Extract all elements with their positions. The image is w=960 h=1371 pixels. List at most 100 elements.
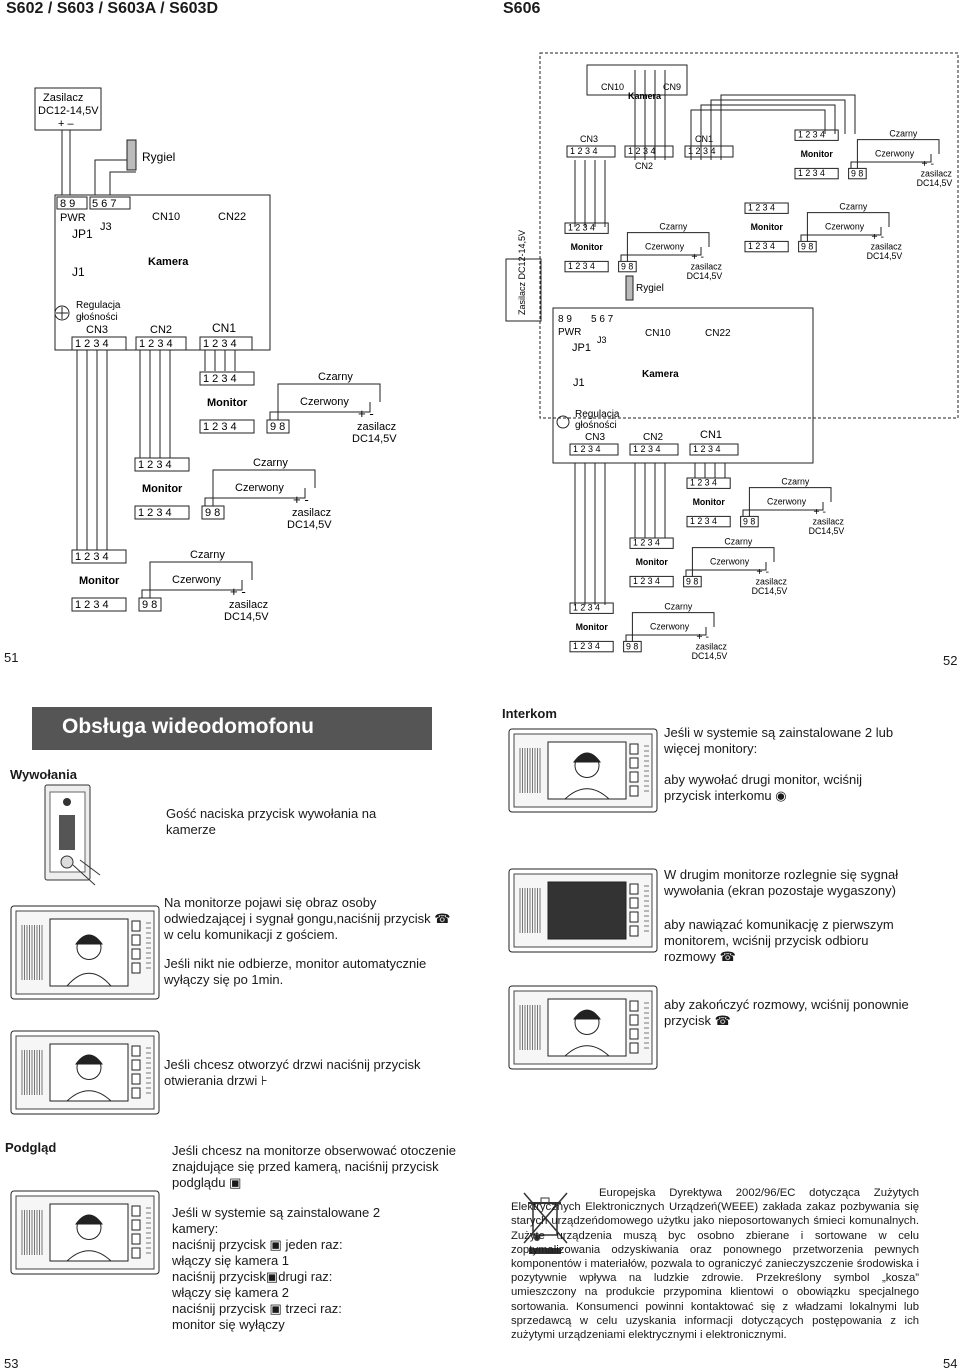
terminal-pins: 1 2 3 4 (748, 241, 775, 251)
visitor-hair (573, 1009, 601, 1020)
preview-2: Jeśli w systemie są zainstalowane 2 kame… (172, 1205, 381, 1236)
preview-8: monitor się wyłączy (172, 1317, 285, 1332)
psu-value: DC14,5V (352, 433, 397, 445)
monitor-button (131, 1219, 141, 1231)
terminal-pins: 1 2 3 4 (139, 338, 173, 350)
handset-icon: ☎ (434, 911, 451, 926)
monitor-button (629, 785, 639, 797)
terminal-pins: 1 2 3 4 (573, 602, 600, 612)
terminal-block (744, 240, 789, 253)
weee-text: Europejska Dyrektywa 2002/96/EC dotycząc… (511, 1187, 919, 1342)
monitor-button (629, 1014, 639, 1026)
terminal-block (794, 167, 839, 180)
wiring-diagram-left: Zasilacz DC12-14,5V + – Rygiel 8 9 5 6 7… (34, 87, 397, 623)
monitor-label: Monitor (751, 222, 784, 232)
monitor-screen (547, 881, 627, 940)
wire-red (269, 402, 371, 420)
r-cn2: CN2 (643, 432, 663, 443)
terminal-block (135, 336, 187, 351)
visitor-hair (75, 1214, 103, 1225)
calls-step2b-text: w celu komunikacji z gościem. (164, 927, 339, 942)
top-cn3: CN3 (580, 134, 598, 144)
terminal-pins: 1 2 3 4 (798, 129, 825, 139)
lock-right-label: Rygiel (636, 283, 664, 294)
psu-value: DC14,5V (692, 651, 728, 660)
terminal-pins: 1 2 3 4 (688, 146, 716, 156)
wire-red (620, 247, 702, 262)
top-cn1: CN1 (695, 134, 713, 144)
terminal-pins: 1 2 3 4 (690, 516, 717, 526)
camera-preview-icon: ▣ (269, 1237, 282, 1252)
pin-box (56, 196, 88, 210)
panel-volume-1: Regulacja (76, 300, 121, 311)
monitor-button (629, 911, 639, 923)
preview-1: Jeśli chcesz na monitorze obserwować oto… (172, 1143, 462, 1191)
monitor-button (131, 962, 141, 974)
monitor-illustration-2 (10, 1030, 160, 1115)
psu-right-label: Zasilacz DC12-14,5V (517, 230, 527, 315)
intercom-2-text: aby wywołać drugi monitor, wciśnij przyc… (664, 772, 862, 803)
r-volume-knob-icon (556, 415, 570, 429)
monitor-button (629, 1028, 639, 1040)
wire-black (631, 612, 715, 642)
r-pins89: 8 9 (558, 314, 572, 325)
terminal-pins: 1 2 3 4 (798, 168, 825, 178)
wire-black (691, 547, 775, 577)
panel-pwr: PWR (60, 212, 86, 224)
wire-black (626, 232, 710, 262)
terminal-block (684, 145, 734, 158)
terminal-block (71, 336, 127, 351)
psu-sign: + - (293, 492, 309, 507)
calls-step1: Gość naciska przycisk wywołania na kamer… (166, 806, 377, 837)
monitor-illustration-3 (10, 1190, 160, 1275)
page-number-51: 51 (4, 650, 19, 665)
monitor-button (131, 1059, 141, 1071)
terminal-block (569, 443, 619, 456)
terminal-pins: 1 2 3 4 (633, 537, 660, 547)
wire-black (212, 469, 316, 506)
r-cn1: CN1 (700, 429, 722, 441)
terminal-block (134, 505, 190, 520)
terminal-block (689, 443, 739, 456)
wire-black (856, 139, 940, 169)
lock-label: Rygiel (142, 150, 175, 164)
terminal-pins-98: 9 8 (205, 507, 220, 519)
panel-pins567: 5 6 7 (92, 198, 116, 210)
terminal-pins: 1 2 3 4 (693, 444, 721, 454)
psu-label: zasilacz (357, 421, 396, 433)
wire-red (850, 154, 932, 169)
monitor-screen (49, 1043, 129, 1102)
preview-6: włączy się kamera 2 (172, 1285, 290, 1300)
monitor-label: Monitor (801, 149, 834, 159)
visitor-hair (573, 752, 601, 763)
wire-black-label: Czarny (253, 457, 288, 469)
pin-box (89, 196, 131, 210)
panel-cn1: CN1 (212, 321, 236, 335)
terminal-pins-98: 9 8 (851, 168, 863, 178)
terminal-pins: 1 2 3 4 (748, 202, 775, 212)
preview-5: naciśnij przycisk▣drugi raz: (172, 1269, 332, 1285)
wire-red (800, 227, 882, 242)
cam-cn10: CN10 (601, 82, 624, 92)
talk-button-icon: ☎ (719, 949, 736, 964)
terminal-pins: 1 2 3 4 (568, 261, 595, 271)
psu-value: DC14,5V (287, 519, 332, 531)
wire-black (277, 383, 381, 420)
outer-dashed-frame (539, 52, 959, 419)
panel-cn2: CN2 (150, 324, 172, 336)
wire-black (806, 212, 890, 242)
panel-pins89: 8 9 (60, 198, 75, 210)
monitor-button (131, 1073, 141, 1085)
panel-jp1: JP1 (72, 227, 93, 241)
visitor-shoulders (66, 972, 112, 987)
monitor-label: Monitor (79, 575, 120, 587)
panel-cn22: CN22 (218, 211, 246, 223)
monitor-screen (547, 998, 627, 1057)
terminal-block (569, 640, 614, 653)
lock-icon (126, 139, 137, 171)
psu-sign: + - (696, 631, 709, 643)
psu-voltage: DC12-14,5V (38, 105, 99, 117)
